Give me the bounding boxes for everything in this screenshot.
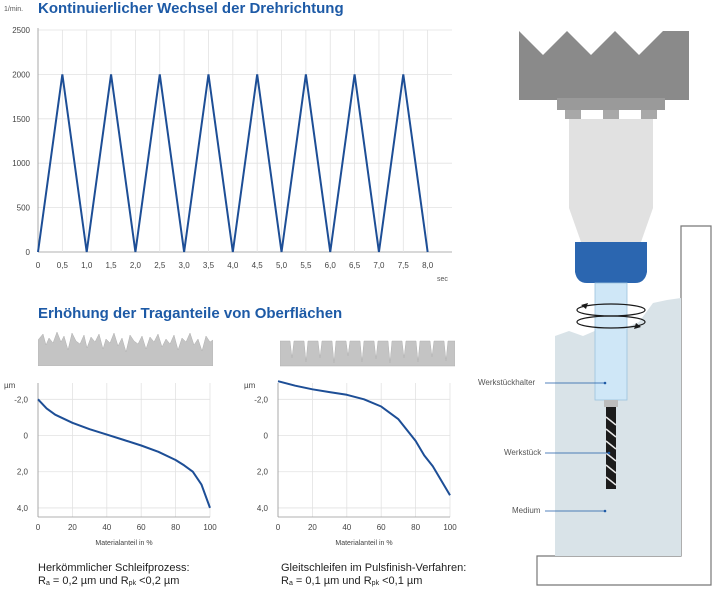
x-tick-label: 0: [276, 523, 281, 532]
rotation-arrow-lower: [576, 315, 646, 329]
y-tick-label: 0: [264, 432, 269, 441]
x-axis-label: Materialanteil in %: [95, 540, 152, 547]
workpiece-holder: [594, 282, 628, 401]
machine-head: [519, 31, 689, 100]
ra-subscript: a: [288, 580, 293, 587]
label-medium: Medium: [512, 506, 541, 515]
rotation-series-line: [37, 74, 429, 253]
arrow-head-2: [634, 323, 641, 329]
x-tick-label: 3,0: [179, 261, 191, 270]
y-tick-label: 1500: [12, 115, 30, 124]
x-tick-label: 7,5: [398, 261, 410, 270]
label-workpiece-holder: Werkstückhalter: [478, 378, 536, 387]
spindle-body: [569, 119, 653, 242]
y-tick-label: 0: [26, 248, 31, 257]
y-unit-label: µm: [4, 381, 16, 390]
x-axis-label: Materialanteil in %: [335, 540, 392, 547]
rpk-subscript: pk: [371, 580, 380, 587]
x-tick-label: 1,5: [105, 261, 117, 270]
x-tick-label: 6,5: [349, 261, 361, 270]
ra-symbol: R: [281, 575, 289, 587]
x-tick-label: 5,0: [276, 261, 288, 270]
left-caption-line1: Herkömmlicher Schleifprozess:: [38, 562, 190, 574]
left-caption-line2: Ra = 0,2 µm und Rpk <0,2 µm: [38, 575, 190, 590]
label-workpiece: Werkstück: [504, 448, 542, 457]
rpk-symbol: R: [363, 575, 372, 587]
y-tick-label: 2,0: [17, 468, 29, 477]
x-tick-label: 100: [443, 523, 457, 532]
bolt-2: [603, 110, 619, 119]
x-tick-label: 1,0: [81, 261, 93, 270]
x-tick-label: 20: [308, 523, 317, 532]
y-tick-label: 2000: [12, 70, 30, 79]
top-chart-title: Kontinuierlicher Wechsel der Drehrichtun…: [38, 0, 344, 17]
right-caption-line2: Ra = 0,1 µm und Rpk <0,1 µm: [281, 575, 466, 590]
x-tick-label: 0,5: [57, 261, 69, 270]
y-tick-label: -2,0: [254, 395, 268, 404]
y-unit-label: 1/min.: [4, 6, 23, 13]
y-tick-label: 4,0: [17, 504, 29, 513]
y-tick-label: 2500: [12, 26, 30, 35]
right-caption-line1: Gleitschleifen im Pulsfinish-Verfahren:: [281, 562, 467, 574]
arrow-head-1: [581, 303, 588, 309]
x-tick-label: 100: [203, 523, 217, 532]
ra-subscript: a: [45, 580, 50, 587]
rpk-subscript: pk: [128, 580, 137, 587]
x-tick-label: 40: [102, 523, 111, 532]
x-tick-label: 7,0: [373, 261, 385, 270]
holder-tip: [604, 400, 618, 407]
x-tick-label: 0: [36, 261, 41, 270]
y-tick-label: 500: [17, 204, 31, 213]
y-tick-label: 2,0: [257, 468, 269, 477]
x-unit-label: sec: [437, 276, 448, 283]
ra-value: = 0,1 µm und: [292, 575, 364, 587]
drill-flutes: [605, 416, 617, 486]
x-tick-label: 80: [171, 523, 180, 532]
holder-leader-dot: [603, 381, 607, 385]
bearing-curve-right: µm -2,0 0 2,0 4,0 0 20 40 60 80 100Materialanteil …: [244, 380, 457, 547]
ra-symbol: R: [38, 575, 46, 587]
bearing-curve-left: µm -2,0 0 2,0 4,0 0 20 40 60 80 100Materialanteil …: [4, 381, 217, 547]
x-tick-label: 20: [68, 523, 77, 532]
bearing-series-line: [277, 380, 451, 496]
x-tick-label: 4,0: [227, 261, 239, 270]
bolt-1: [565, 110, 581, 119]
x-tick-label: 60: [137, 523, 146, 532]
ra-value: = 0,2 µm und: [49, 575, 121, 587]
left-caption: Herkömmlicher Schleifprozess: Ra = 0,2 µ…: [38, 562, 190, 590]
workpiece-leader-dot: [607, 451, 611, 455]
x-tick-label: 5,5: [300, 261, 312, 270]
rpk-value: <0,2 µm: [136, 575, 180, 587]
right-caption: Gleitschleifen im Pulsfinish-Verfahren: …: [281, 562, 466, 590]
rpk-value: <0,1 µm: [379, 575, 423, 587]
smooth-surface-profile: [280, 340, 455, 367]
y-tick-label: 1000: [12, 159, 30, 168]
x-tick-label: 6,0: [325, 261, 337, 270]
x-tick-label: 2,0: [130, 261, 142, 270]
y-tick-label: -2,0: [14, 395, 28, 404]
bolt-3: [641, 110, 657, 119]
machine-illustration: [519, 31, 712, 586]
head-plate: [557, 98, 665, 110]
x-tick-label: 40: [342, 523, 351, 532]
x-tick-label: 60: [377, 523, 386, 532]
y-tick-label: 4,0: [257, 504, 269, 513]
rotation-chart: 1/min. sec 2500 2000 1500 1000 500 0 0 0,5 1,0 1…: [4, 6, 452, 283]
medium-area: [555, 298, 681, 556]
x-tick-label: 80: [411, 523, 420, 532]
drill-workpiece: [606, 407, 616, 489]
x-tick-label: 3,5: [203, 261, 215, 270]
y-unit-label: µm: [244, 381, 256, 390]
x-tick-label: 0: [36, 523, 41, 532]
rpk-symbol: R: [120, 575, 129, 587]
x-tick-label: 4,5: [252, 261, 264, 270]
x-tick-label: 8,0: [422, 261, 434, 270]
rough-surface-profile: [38, 331, 213, 366]
y-tick-label: 0: [24, 432, 29, 441]
bottom-section-title: Erhöhung der Traganteile von Oberflächen: [38, 305, 343, 322]
x-tick-label: 2,5: [154, 261, 166, 270]
bearing-series-line: [37, 398, 211, 509]
medium-leader-dot: [603, 509, 607, 513]
spindle-chuck: [575, 242, 647, 283]
